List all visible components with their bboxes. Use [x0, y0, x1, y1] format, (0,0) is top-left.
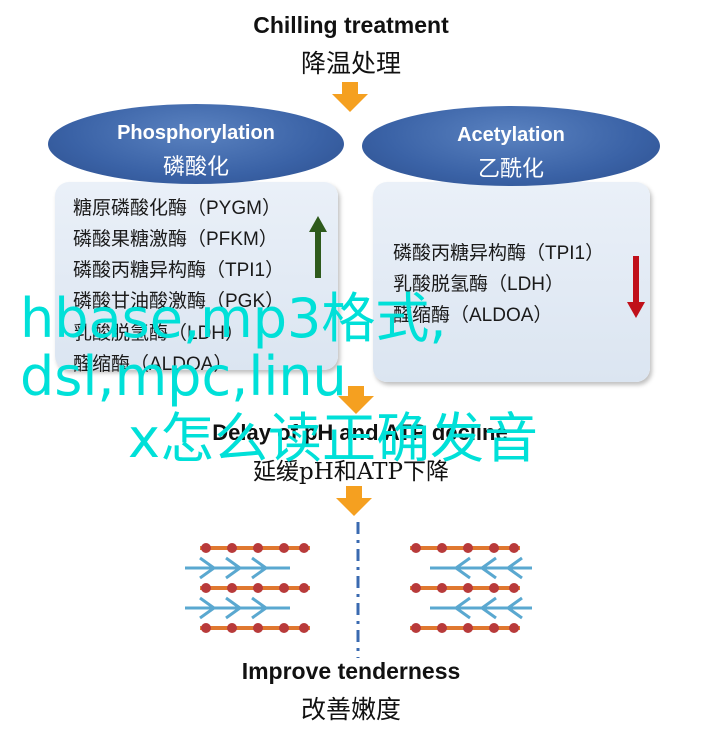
up-arrow-icon [309, 216, 327, 278]
phosphorylation-oval: Phosphorylation 磷酸化 [48, 104, 344, 184]
left-enzyme-item: 磷酸果糖激酶（PFKM） [73, 229, 278, 250]
left-enzyme-item: 磷酸甘油酸激酶（PGK） [73, 291, 285, 312]
middle-title-en: Delay of pH and ATP decline [212, 420, 508, 445]
phosphorylation-label-zh: 磷酸化 [162, 155, 229, 180]
fiber-dots [201, 543, 519, 633]
right-enzyme-item: 醛缩酶（ALDOA） [393, 305, 553, 326]
top-title-en: Chilling treatment [253, 12, 449, 38]
acetylation-oval: Acetylation 乙酰化 [362, 106, 660, 186]
left-enzyme-item: 醛缩酶（ALDOA） [73, 354, 233, 375]
right-enzyme-box [373, 182, 650, 382]
left-enzyme-box [55, 182, 338, 370]
overlay-text-line2: dsl,mpc,linu [20, 345, 347, 408]
bottom-title-zh: 改善嫩度 [300, 695, 401, 724]
flow-arrow-icon [336, 486, 372, 516]
acetylation-label-zh: 乙酰化 [477, 157, 544, 182]
top-title-zh: 降温处理 [300, 49, 401, 78]
right-enzyme-item: 磷酸丙糖异构酶（TPI1） [393, 243, 605, 264]
overlay-text-line1: hbase,mp3格式, [20, 287, 447, 350]
left-enzyme-item: 乳酸脱氢酶（LDH） [73, 323, 245, 344]
left-enzyme-item: 糖原磷酸化酶（PYGM） [73, 198, 281, 219]
flow-arrow-icon [338, 386, 374, 414]
right-enzyme-item: 乳酸脱氢酶（LDH） [393, 274, 565, 295]
overlay-text-line3: x怎么读正确发音 [128, 407, 538, 470]
phosphorylation-label-en: Phosphorylation [117, 122, 275, 144]
fiber-chevrons [185, 556, 532, 620]
bottom-title-en: Improve tenderness [241, 658, 461, 684]
left-enzyme-item: 磷酸丙糖异构酶（TPI1） [73, 260, 285, 281]
middle-title-zh: 延缓pH和ATP下降 [253, 459, 449, 485]
acetylation-label-en: Acetylation [457, 124, 565, 146]
muscle-fiber-diagram [185, 522, 532, 658]
down-arrow-icon [627, 256, 645, 318]
flow-arrow-icon [332, 82, 368, 112]
